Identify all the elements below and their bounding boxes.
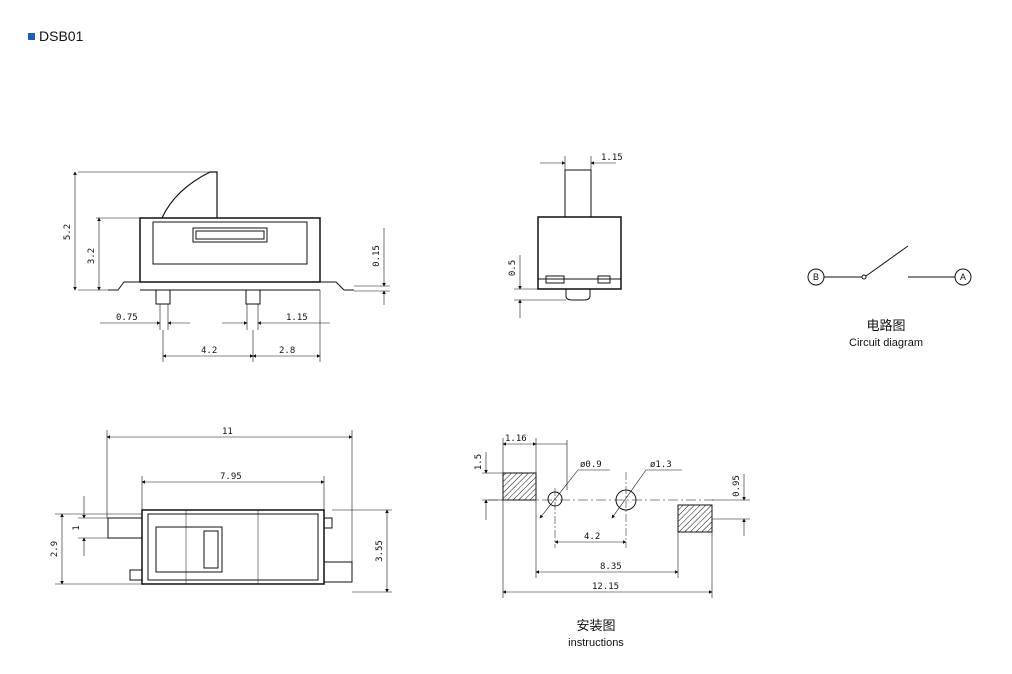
- dim-lead-thickness: 0.15: [372, 245, 382, 267]
- dim-front-body-height: 3.2: [87, 248, 97, 264]
- dim-standoff: 0.5: [508, 260, 518, 276]
- dim-pin-to-edge: 2.8: [279, 346, 295, 356]
- dim-body-width: 2.9: [50, 541, 60, 557]
- dim-pad-outer-span: 12.15: [592, 582, 619, 592]
- model-title: DSB01: [28, 28, 83, 44]
- dim-hole-pitch: 4.2: [584, 532, 600, 542]
- dim-total-width: 3.55: [375, 540, 385, 562]
- dim-pad-length: 1.16: [505, 434, 527, 444]
- dim-total-length: 11: [222, 427, 233, 437]
- dim-actuator-offset: 1: [72, 525, 82, 530]
- front-view: 5.2 3.2 0.15 0.75 1.15 4.2 2.8: [63, 171, 390, 362]
- node-b-label: B: [813, 272, 819, 282]
- circuit-caption-cn: 电路图: [866, 318, 905, 334]
- circuit-caption-en: Circuit diagram: [849, 337, 923, 349]
- model-name: DSB01: [39, 28, 84, 44]
- circuit-diagram: B A 电路图 Circuit diagram: [807, 245, 972, 349]
- footprint-view: 1.16 1.5 ø0.9 ø1.3 0.95 4.2 8.35 12.15: [474, 434, 750, 649]
- dim-body-length: 7.95: [220, 472, 242, 482]
- footprint-caption-cn: 安装图: [576, 619, 615, 634]
- dim-pin-offset: 1.15: [286, 313, 308, 323]
- side-view: 1.15 0.5: [508, 153, 623, 318]
- dim-pad-width: 1.5: [474, 454, 484, 470]
- dim-actuator-width: 1.15: [601, 153, 623, 163]
- dim-pad-offset: 0.95: [732, 475, 742, 497]
- top-view: 11 7.95 1 2.9 3.55: [50, 427, 392, 593]
- bullet-square-icon: [28, 32, 35, 40]
- node-a-label: A: [960, 272, 966, 282]
- dim-hole-large: ø1.3: [650, 460, 672, 470]
- dim-pin-pitch: 4.2: [201, 346, 217, 356]
- dim-pad-inner-span: 8.35: [600, 562, 622, 572]
- footprint-caption-en: instructions: [568, 637, 624, 649]
- dim-pin-width: 0.75: [116, 313, 138, 323]
- dim-hole-small: ø0.9: [580, 460, 602, 470]
- dim-front-height: 5.2: [63, 224, 73, 240]
